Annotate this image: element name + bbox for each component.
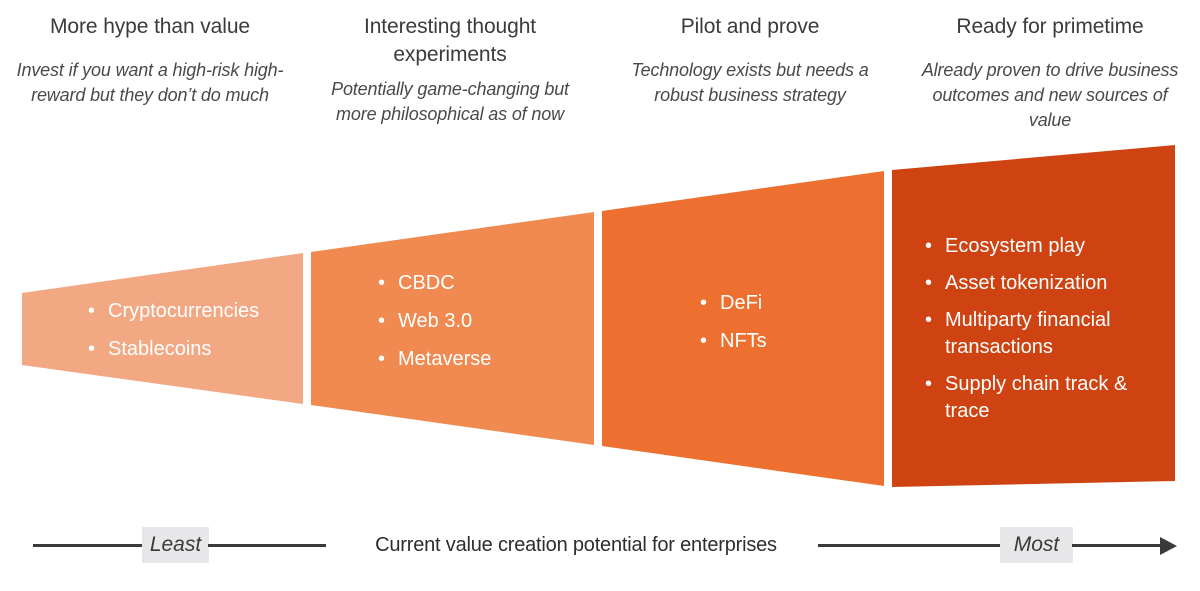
arrow-right-icon (1160, 537, 1177, 555)
column-title-4: Ready for primetime (956, 15, 1144, 38)
axis-most-label: Most (1000, 527, 1073, 563)
column-subtitle-1: Invest if you want a high-risk high-rewa… (16, 60, 284, 105)
funnel-segment-1-items: • Cryptocurrencies • Stablecoins (88, 298, 298, 363)
funnel-segment-2-items: • CBDC • Web 3.0 • Metaverse (378, 270, 578, 373)
funnel-segment-3-items: • DeFi • NFTs (700, 290, 870, 355)
list-item-label: DeFi (720, 292, 763, 314)
bullet-icon: • (700, 330, 708, 352)
list-item-label: Ecosystem play (945, 235, 1086, 257)
bullet-icon: • (88, 338, 96, 360)
bullet-icon: • (378, 310, 386, 332)
axis-line-segment (208, 544, 326, 547)
bullet-icon: • (925, 373, 933, 395)
list-item-label: Supply chain track & trace (945, 373, 1128, 422)
bullet-icon: • (925, 272, 933, 294)
bullet-icon: • (378, 272, 386, 294)
list-item: • Asset tokenization (925, 270, 1157, 297)
list-item-label: Multiparty financial transactions (945, 309, 1111, 358)
list-item: • Supply chain track & trace (925, 371, 1157, 425)
column-subtitle-4: Already proven to drive business outcome… (921, 60, 1179, 130)
column-header-4: Ready for primetime Already proven to dr… (900, 0, 1200, 145)
bullet-icon: • (88, 300, 96, 322)
list-item-label: Metaverse (398, 348, 492, 370)
funnel-segment-2 (311, 212, 594, 445)
list-item: • Multiparty financial transactions (925, 307, 1157, 361)
funnel-segment-4 (892, 145, 1175, 487)
column-header-1: More hype than value Invest if you want … (0, 0, 300, 145)
list-item: • NFTs (700, 328, 870, 355)
bullet-icon: • (378, 348, 386, 370)
list-item-label: Asset tokenization (945, 272, 1108, 294)
column-header-2: Interesting thought experiments Potentia… (300, 0, 600, 145)
bullet-icon: • (925, 235, 933, 257)
column-title-2: Interesting thought experiments (363, 15, 537, 66)
list-item-label: NFTs (720, 330, 767, 352)
list-item-label: Web 3.0 (398, 310, 473, 332)
list-item: • DeFi (700, 290, 870, 317)
value-axis: Least Current value creation potential f… (0, 527, 1200, 571)
funnel-segment-4-items: • Ecosystem play • Asset tokenization • … (925, 233, 1157, 435)
column-header-3: Pilot and prove Technology exists but ne… (600, 0, 900, 145)
list-item: • Ecosystem play (925, 233, 1157, 260)
list-item: • Web 3.0 (378, 308, 578, 335)
list-item: • CBDC (378, 270, 578, 297)
axis-line-segment (33, 544, 143, 547)
column-title-3: Pilot and prove (680, 15, 820, 38)
column-headers: More hype than value Invest if you want … (0, 0, 1200, 145)
list-item-label: Stablecoins (108, 338, 212, 360)
axis-least-label: Least (142, 527, 209, 563)
list-item-label: Cryptocurrencies (108, 300, 260, 322)
column-subtitle-3: Technology exists but needs a robust bus… (631, 60, 869, 105)
column-subtitle-2: Potentially game-changing but more philo… (331, 79, 569, 124)
list-item: • Metaverse (378, 346, 578, 373)
bullet-icon: • (700, 292, 708, 314)
bullet-icon: • (925, 309, 933, 331)
axis-title: Current value creation potential for ent… (375, 534, 777, 556)
list-item: • Cryptocurrencies (88, 298, 298, 325)
axis-line-segment (818, 544, 1000, 547)
axis-line-segment (1072, 544, 1164, 547)
list-item: • Stablecoins (88, 336, 298, 363)
column-title-1: More hype than value (50, 15, 250, 38)
list-item-label: CBDC (398, 272, 455, 294)
funnel-segment-1 (22, 253, 303, 404)
funnel-segment-3 (602, 171, 884, 486)
